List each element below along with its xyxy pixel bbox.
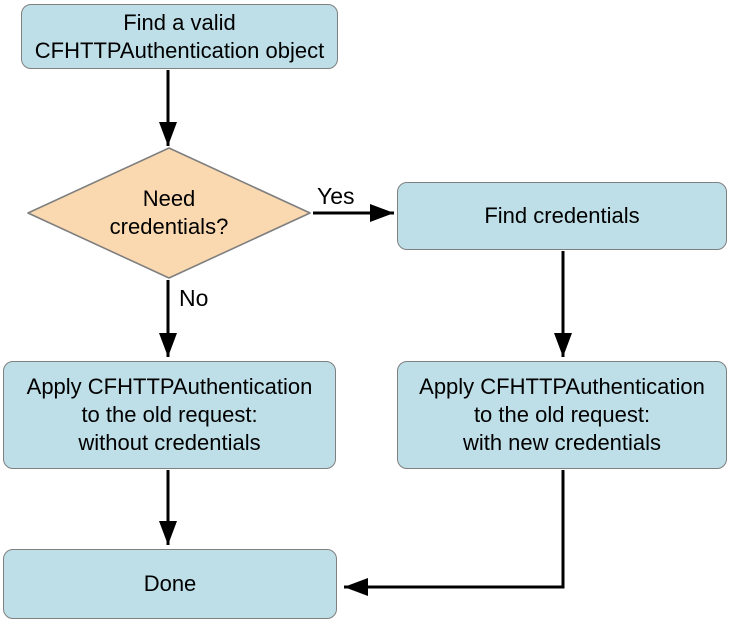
node-text-line: Need: [142, 186, 196, 211]
node-find-valid-cfhttpauthentication-object: Find a valid CFHTTPAuthentication object: [21, 4, 338, 69]
decision-diamond: [27, 147, 311, 279]
node-text-line: Done: [143, 571, 197, 596]
node-text-line: to the old request:: [473, 402, 651, 427]
node-find-credentials: Find credentials: [397, 182, 727, 250]
node-apply-with-new-credentials: Apply CFHTTPAuthentication to the old re…: [397, 361, 727, 469]
node-text-line: without credentials: [78, 430, 261, 455]
edge-label-yes: Yes: [317, 183, 355, 209]
node-need-credentials-decision: Need credentials?: [28, 148, 310, 278]
edge-label-no: No: [179, 285, 209, 311]
node-text-line: credentials?: [109, 214, 229, 239]
node-text-line: Apply CFHTTPAuthentication: [419, 374, 705, 399]
edge-apply-with-to-done: [344, 470, 565, 596]
node-apply-without-credentials: Apply CFHTTPAuthentication to the old re…: [3, 361, 336, 469]
node-text-line: with new credentials: [462, 430, 662, 455]
node-text-line: CFHTTPAuthentication object: [34, 37, 325, 63]
node-text-line: Apply CFHTTPAuthentication: [26, 374, 313, 399]
node-text-line: Find credentials: [484, 203, 640, 228]
node-text-line: Find a valid: [123, 9, 236, 35]
node-done: Done: [3, 549, 337, 619]
node-text-line: to the old request:: [81, 402, 258, 427]
